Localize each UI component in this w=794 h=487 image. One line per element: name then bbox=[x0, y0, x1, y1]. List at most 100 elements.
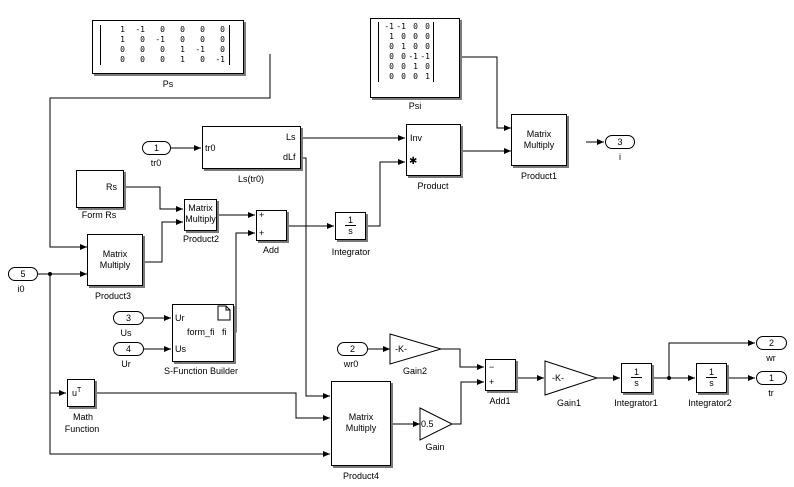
product3-label: Product3 bbox=[94, 291, 132, 301]
add1-block[interactable] bbox=[485, 359, 516, 391]
i0-inport-num: 5 bbox=[20, 269, 26, 279]
psi-matrix-cell: 0 bbox=[425, 42, 430, 51]
integrator1-label: Integrator1 bbox=[614, 398, 658, 408]
ps-matrix-cell: -1 bbox=[135, 25, 145, 34]
product3-text-line2: Multiply bbox=[99, 260, 131, 270]
psi-matrix-cell: 0 bbox=[389, 72, 394, 81]
psi-matrix-cell: 0 bbox=[425, 22, 430, 31]
psi-matrix-cell: 0 bbox=[413, 32, 418, 41]
ur-inport-label: Ur bbox=[121, 359, 131, 369]
ps-matrix-cell: 0 bbox=[200, 55, 205, 64]
ps-matrix-cell: 0 bbox=[140, 55, 145, 64]
product3-block[interactable] bbox=[87, 234, 143, 286]
psi-label: Psi bbox=[408, 101, 422, 111]
ps-matrix-cell: -1 bbox=[155, 35, 165, 44]
integrator2-num: 1 bbox=[705, 367, 717, 378]
wr-outport[interactable]: 2 bbox=[756, 336, 787, 350]
ps-matrix-cell: 0 bbox=[160, 45, 165, 54]
ps-matrix-cell: 0 bbox=[120, 45, 125, 54]
ps-matrix-cell: 0 bbox=[180, 35, 185, 44]
form-rs-label: Form Rs bbox=[81, 210, 117, 220]
tr0-inport-label: tr0 bbox=[150, 158, 162, 168]
ps-matrix-cell: 0 bbox=[120, 55, 125, 64]
psi-matrix-cell: 0 bbox=[389, 42, 394, 51]
ps-constant-block[interactable] bbox=[92, 20, 244, 74]
ps-matrix-cell: 0 bbox=[180, 25, 185, 34]
integrator2-den: s bbox=[709, 378, 714, 388]
product4-text-line1: Matrix bbox=[348, 412, 374, 422]
integrator2-block[interactable] bbox=[696, 363, 727, 393]
product1-block[interactable] bbox=[511, 114, 567, 166]
gain-triangle bbox=[419, 407, 454, 441]
ps-matrix-cell: -1 bbox=[215, 55, 225, 64]
gain2-label: Gain2 bbox=[402, 366, 428, 376]
form-rs-block[interactable] bbox=[76, 170, 124, 208]
sfunc-in2-label: Us bbox=[175, 344, 186, 354]
integrator1-den: s bbox=[634, 378, 639, 388]
product2-block[interactable] bbox=[184, 199, 217, 231]
form-rs-out-label: Rs bbox=[106, 182, 117, 192]
math-function-label2: Function bbox=[64, 424, 100, 434]
psi-matrix-cell: 0 bbox=[425, 62, 430, 71]
i0-inport[interactable]: 5 bbox=[8, 267, 38, 281]
tr0-inport[interactable]: 1 bbox=[142, 141, 171, 155]
product1-text-line2: Multiply bbox=[523, 140, 555, 150]
psi-matrix-cell: 0 bbox=[413, 42, 418, 51]
product-block[interactable] bbox=[406, 124, 461, 176]
psi-constant-block[interactable] bbox=[370, 18, 460, 98]
wr-outport-label: wr bbox=[766, 353, 776, 363]
gain2-triangle bbox=[389, 333, 443, 365]
psi-matrix-cell: 0 bbox=[401, 62, 406, 71]
integrator-num: 1 bbox=[344, 215, 356, 226]
wr0-inport-label: wr0 bbox=[343, 359, 359, 369]
math-function-text: uT bbox=[72, 386, 81, 398]
integrator-block[interactable] bbox=[335, 212, 366, 240]
psi-matrix-cell: 0 bbox=[389, 52, 394, 61]
i-outport-label: i bbox=[619, 152, 621, 162]
psi-matrix-cell: 0 bbox=[401, 52, 406, 61]
us-inport[interactable]: 3 bbox=[113, 311, 144, 325]
ps-matrix-cell: -1 bbox=[195, 45, 205, 54]
ps-matrix-cell: 0 bbox=[200, 35, 205, 44]
math-function-label1: Math bbox=[72, 412, 94, 422]
i-outport[interactable]: 3 bbox=[605, 135, 635, 149]
psi-matrix-cell: 0 bbox=[401, 72, 406, 81]
psi-matrix-cell: 0 bbox=[425, 32, 430, 41]
add-label: Add bbox=[262, 245, 280, 255]
sfunc-name: form_fi bbox=[187, 327, 215, 337]
i0-inport-label: i0 bbox=[17, 284, 25, 294]
gain1-triangle bbox=[544, 360, 599, 396]
ps-matrix-cell: 0 bbox=[220, 45, 225, 54]
math-function-block[interactable] bbox=[67, 379, 95, 407]
psi-matrix-cell: 1 bbox=[389, 32, 394, 41]
ur-inport[interactable]: 4 bbox=[113, 342, 144, 356]
product3-text-line1: Matrix bbox=[102, 249, 128, 259]
tr-outport[interactable]: 1 bbox=[756, 371, 787, 385]
us-inport-label: Us bbox=[120, 328, 132, 338]
gain-label: Gain bbox=[425, 442, 445, 452]
psi-matrix-cell: -1 bbox=[408, 52, 418, 61]
ls-block[interactable] bbox=[202, 126, 301, 169]
add-block[interactable] bbox=[256, 210, 287, 241]
add1-label: Add1 bbox=[489, 396, 511, 406]
wr0-inport[interactable]: 2 bbox=[337, 342, 368, 356]
psi-matrix-cell: 0 bbox=[401, 32, 406, 41]
add-sign2: + bbox=[259, 228, 265, 238]
integrator1-block[interactable] bbox=[621, 363, 652, 393]
tr-outport-label: tr bbox=[768, 388, 774, 398]
product-label: Product bbox=[417, 181, 449, 191]
integrator2-label: Integrator2 bbox=[688, 398, 732, 408]
product4-block[interactable] bbox=[331, 381, 391, 466]
ps-matrix-cell: 0 bbox=[220, 35, 225, 44]
gain-value: 0.5 bbox=[421, 419, 434, 429]
product2-text-line1: Matrix bbox=[188, 203, 213, 213]
integrator1-num: 1 bbox=[630, 367, 642, 378]
